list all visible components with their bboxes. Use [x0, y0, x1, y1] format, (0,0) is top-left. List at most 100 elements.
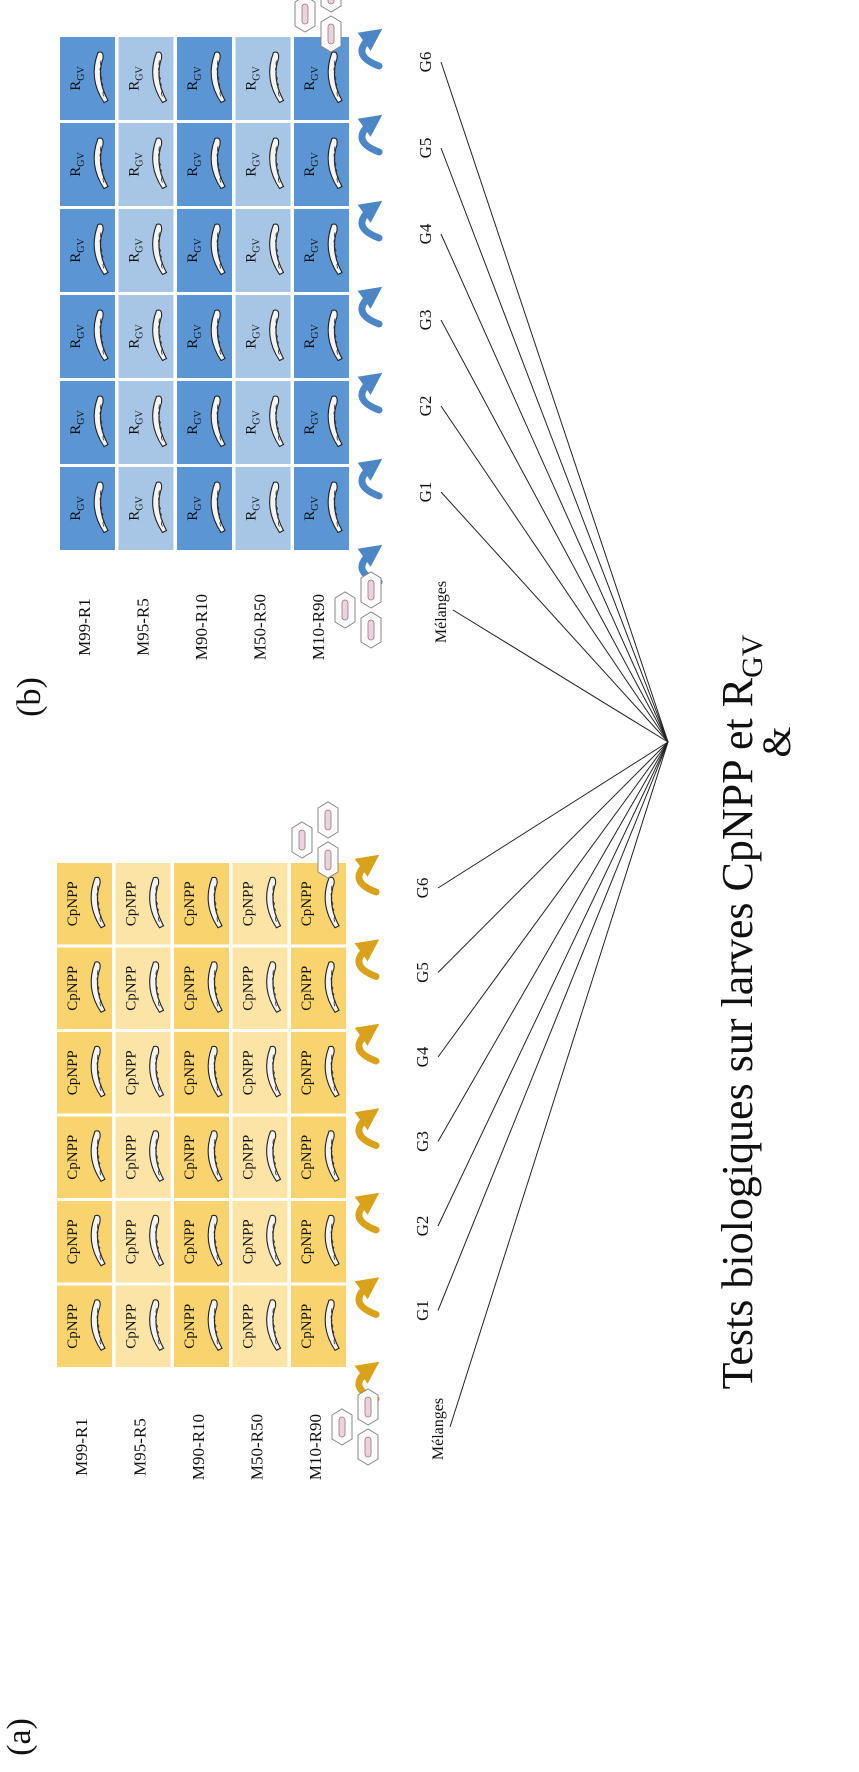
grid-cell: CpNPP [115, 1032, 171, 1114]
cell-background [294, 295, 349, 378]
cell-label: RGV [127, 323, 146, 348]
row-label: M95-R5 [131, 1418, 150, 1476]
cell-background [177, 467, 232, 550]
cell-label: CpNPP [182, 1304, 198, 1349]
larva-icon [327, 51, 343, 104]
generation-label: G5 [413, 962, 432, 983]
cell-background [294, 467, 349, 550]
grid-cell: CpNPP [57, 1201, 112, 1283]
cell-label: CpNPP [124, 1050, 140, 1095]
grid-cell: RGV [118, 381, 174, 464]
larva-icon [93, 309, 109, 362]
grid-cell: RGV [235, 295, 291, 378]
generation-label: G6 [413, 878, 432, 899]
grid-cell: CpNPP [232, 1032, 288, 1114]
grid-cell: CpNPP [291, 863, 346, 945]
row-label: M90-R10 [189, 1414, 208, 1480]
connector-lines [437, 61, 669, 1428]
cell-label: CpNPP [65, 1219, 81, 1264]
larva-icon [90, 1299, 106, 1351]
grid-cell: RGV [294, 381, 349, 464]
grid-cell: RGV [118, 123, 174, 206]
cell-label: CpNPP [241, 966, 257, 1011]
grid-cell: RGV [118, 295, 174, 378]
cell-label: RGV [127, 65, 146, 90]
larva-icon [149, 1130, 165, 1182]
row-label: M99-R1 [72, 1418, 91, 1476]
cell-label: CpNPP [65, 1050, 81, 1095]
larva-icon [324, 876, 340, 929]
transfer-arrow [354, 1108, 380, 1149]
larva-icon [269, 51, 285, 104]
cell-label: RGV [68, 65, 87, 90]
connector-line [440, 61, 669, 743]
connector-line [437, 741, 669, 1142]
grid-cell: RGV [177, 467, 232, 550]
row-label: M50-R50 [248, 1414, 267, 1480]
larva-icon [93, 137, 109, 190]
larva-icon [327, 309, 343, 362]
transfer-arrow [354, 854, 380, 896]
larva-icon [266, 1299, 282, 1351]
larva-icon [269, 137, 285, 190]
larva-icon [149, 876, 165, 929]
larva-icon [90, 961, 106, 1013]
grid-cell: CpNPP [57, 1032, 112, 1114]
transfer-arrow [354, 1192, 380, 1234]
cell-background [294, 123, 349, 206]
cell-label: RGV [185, 495, 204, 520]
cell-background [177, 381, 232, 464]
larva-icon [210, 51, 226, 104]
larva-icon [324, 1130, 340, 1182]
grid-cell: RGV [294, 209, 349, 292]
grid-cell: RGV [294, 123, 349, 206]
transfer-arrow [354, 1023, 380, 1065]
generation-label: G1 [413, 1300, 432, 1321]
larva-icon [210, 309, 226, 362]
cell-background [60, 209, 115, 292]
grid-cell: CpNPP [115, 863, 171, 945]
cell-label: RGV [185, 409, 204, 434]
grid-cell: CpNPP [291, 947, 346, 1029]
cell-label: CpNPP [299, 966, 315, 1011]
larva-icon [207, 1299, 223, 1351]
cell-label: CpNPP [241, 881, 257, 926]
larva-icon [149, 1214, 165, 1267]
transfer-arrow [354, 939, 380, 980]
cell-label: RGV [302, 495, 321, 520]
grid-cell: RGV [177, 37, 232, 120]
larva-icon [266, 1130, 282, 1182]
connector-line [437, 741, 669, 1311]
cell-label: RGV [302, 237, 321, 262]
cell-background [60, 381, 115, 464]
connector-line [440, 491, 669, 743]
grid-cell: RGV [177, 381, 232, 464]
grid-cell: RGV [177, 295, 232, 378]
connector-line [437, 741, 669, 973]
cell-label: RGV [68, 323, 87, 348]
cell-label: CpNPP [65, 1304, 81, 1349]
transfer-arrow [357, 372, 383, 414]
cell-background [118, 467, 174, 550]
cell-label: RGV [244, 495, 263, 520]
connector-line [437, 741, 669, 1058]
cell-label: CpNPP [182, 1050, 198, 1095]
cell-label: RGV [185, 237, 204, 262]
larva-icon [207, 876, 223, 929]
transfer-arrow [357, 114, 383, 156]
cell-background [235, 467, 291, 550]
grid-cell: CpNPP [115, 1201, 171, 1283]
larva-icon [210, 395, 226, 448]
cell-label: CpNPP [124, 1219, 140, 1264]
larva-icon [207, 1214, 223, 1267]
grid-cell: CpNPP [115, 947, 171, 1029]
generation-label: G2 [413, 1216, 432, 1237]
larva-icon [90, 1045, 106, 1098]
cell-label: CpNPP [241, 1135, 257, 1180]
cell-label: RGV [68, 409, 87, 434]
grid-cell: CpNPP [291, 1285, 346, 1367]
cell-label: CpNPP [299, 881, 315, 926]
connector-line [437, 741, 669, 889]
cell-label: CpNPP [182, 966, 198, 1011]
